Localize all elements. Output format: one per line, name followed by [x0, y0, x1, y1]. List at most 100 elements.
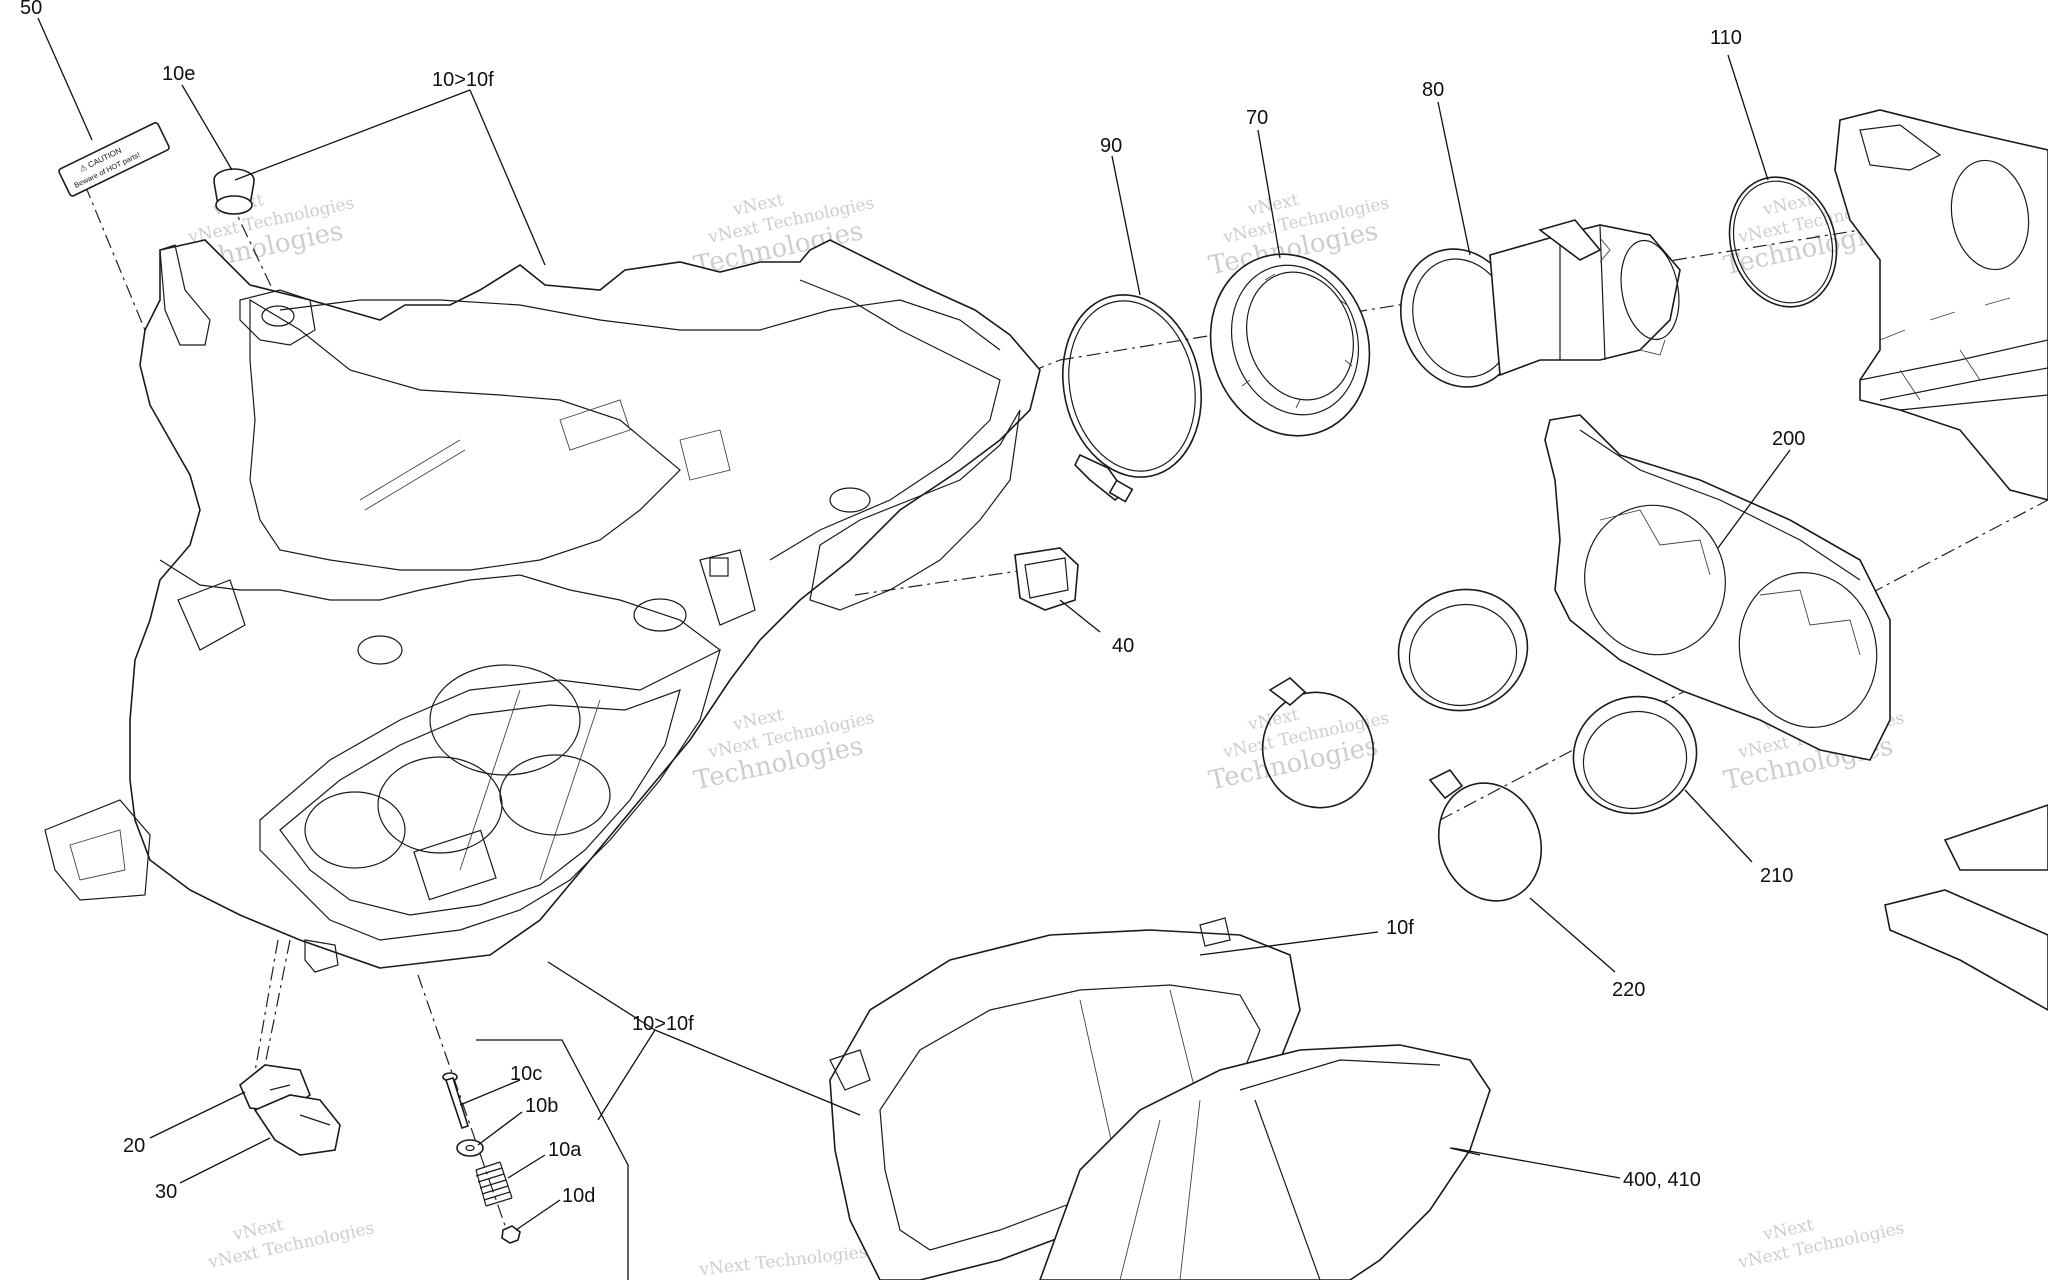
adapter-plate-tabs [1599, 509, 1861, 656]
callout-10c: 10c [510, 1063, 542, 1085]
airbox-top-deck [249, 298, 681, 571]
watermark-line: vNext Technologies [697, 1242, 868, 1280]
callout-30: 30 [155, 1181, 177, 1203]
filter-element-body [1039, 1044, 1491, 1280]
airbox-round-hole [829, 487, 871, 513]
airbox-round-hole [633, 598, 687, 632]
leader-10to10f-bottom-a [547, 961, 656, 1031]
airbox-right-chamber [809, 409, 1021, 611]
intake-block-detail [1879, 297, 2011, 401]
seal-ribs [1241, 273, 1353, 409]
airbox-throttle-port [304, 791, 406, 869]
part-coupler-sleeve-upper [1397, 588, 1529, 712]
callout-10to10f-bottom: 10>10f [632, 1013, 694, 1035]
washer-hole [465, 1144, 475, 1152]
centerline-cap [229, 199, 281, 306]
leader-40 [1059, 599, 1101, 633]
airbox-throttle-port [499, 754, 611, 836]
part-hose-clamp-upper [1261, 677, 1375, 809]
part-right-intake-block [1834, 109, 2048, 501]
spring-sides [475, 1161, 513, 1207]
o-ring-outer [1728, 176, 1838, 308]
clamp-220-band [1437, 782, 1543, 902]
leader-10e [181, 84, 233, 171]
watermark: vNext vNext Technologies Technologies [1206, 705, 1391, 796]
part-20-30-clamp [239, 1064, 341, 1156]
watermark: vNext Technologies [697, 1242, 868, 1280]
clamp-upper-screw [1268, 677, 1307, 707]
washer-outer [456, 1139, 484, 1157]
o-ring-inner [1732, 180, 1834, 304]
watermark: vNext vNext Technologies [206, 1215, 376, 1273]
seal-outer [1209, 253, 1371, 437]
callout-20: 20 [123, 1135, 145, 1157]
callout-210: 210 [1760, 865, 1793, 887]
bolt-shank [444, 1077, 469, 1130]
centerline-bolt-stack [417, 974, 511, 1241]
part-40-clip [1014, 547, 1079, 611]
leader-200 [1717, 449, 1791, 549]
airbox-inner-frame [279, 689, 681, 916]
part-10e-grommet [213, 168, 255, 215]
leader-30 [179, 1137, 271, 1184]
leader-10to10f-bottom-c [654, 1029, 861, 1116]
part-210-coupler-sleeve [1572, 695, 1698, 815]
clamp-screw [1108, 479, 1134, 503]
callout-70: 70 [1246, 107, 1268, 129]
centerline-clip [854, 569, 1026, 596]
callout-10e: 10e [162, 63, 195, 85]
part-10d-nut [501, 1225, 521, 1244]
watermark: vNext vNext Technologies [1736, 1215, 1906, 1273]
grommet-bottom [215, 195, 253, 215]
callout-400-410: 400, 410 [1623, 1169, 1701, 1191]
leader-220 [1529, 897, 1616, 973]
leader-20 [149, 1091, 246, 1139]
part-right-edge-panels [1884, 804, 2048, 1011]
leader-lines [37, 17, 1791, 1280]
part-220-hose-clamp [1428, 768, 1543, 902]
part-10c-bolt [442, 1072, 469, 1130]
callout-10to10f-top: 10>10f [432, 69, 494, 91]
callout-40: 40 [1112, 635, 1134, 657]
leader-10a [507, 1154, 546, 1179]
leader-70 [1257, 129, 1281, 259]
sleeve-210-outer [1572, 695, 1698, 815]
part-90-hose-clamp [1061, 294, 1203, 503]
callout-220: 220 [1612, 979, 1645, 1001]
airbox-deck-slot [359, 439, 466, 511]
clamp-220-screw [1428, 768, 1464, 800]
intake-block-bore [1950, 159, 2030, 271]
leader-50 [37, 17, 93, 141]
airbox-center-rib [459, 689, 521, 871]
leader-10to10f-top-a [234, 89, 471, 181]
callout-10a: 10a [548, 1139, 582, 1161]
airbox-outer-shell [129, 239, 1041, 969]
clip-body [1014, 547, 1079, 611]
nut-hex [501, 1225, 521, 1244]
callout-10b: 10b [525, 1095, 558, 1117]
callout-110: 110 [1710, 27, 1742, 49]
airbox-fill-port [261, 305, 295, 327]
airbox-side-mount [699, 549, 756, 626]
sleeve-upper-inner [1408, 603, 1518, 707]
airbox-deck-rib [559, 399, 631, 451]
part-110-o-ring [1728, 176, 1838, 308]
part-400-410-filter-element [1039, 1044, 1491, 1280]
callout-labels: 50 10e 10>10f 90 70 80 110 200 40 210 22… [20, 0, 1805, 1207]
airbox-throttle-port [429, 664, 581, 776]
clamp-detail [269, 1084, 331, 1126]
airbox-oil-fill-neck [239, 289, 316, 346]
seal-inner [1246, 271, 1354, 401]
clamp-30-strap [253, 1094, 341, 1156]
edge-panel-upper [1943, 804, 2048, 871]
airbox-left-lug [44, 799, 151, 901]
adapter-plate-port-right [1738, 572, 1878, 728]
duct-sensor-boss [1538, 219, 1602, 261]
part-bolt-stack [442, 1072, 521, 1244]
callout-50: 50 [20, 0, 42, 19]
part-80-intake-duct [1399, 219, 1681, 388]
callout-10f: 10f [1386, 917, 1414, 939]
intake-block-flange [1859, 124, 1942, 171]
callout-80: 80 [1422, 79, 1444, 101]
duct-tabs [1599, 237, 1666, 356]
